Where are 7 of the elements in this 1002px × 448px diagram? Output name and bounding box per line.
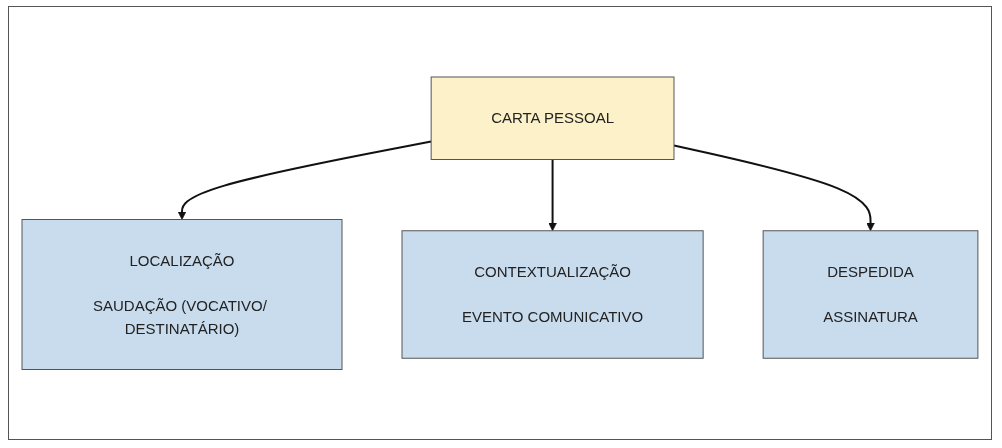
node-box: CONTEXTUALIZAÇÃO EVENTO COMUNICATIVO	[401, 230, 704, 359]
arrow	[548, 158, 557, 231]
node-box: DESPEDIDA ASSINATURA	[762, 230, 979, 359]
node-box: CARTA PESSOAL	[430, 76, 675, 160]
arrow	[673, 144, 875, 231]
arrow	[177, 140, 433, 220]
node-box: LOCALIZAÇÃO SAUDAÇÃO (VOCATIVO/ DESTINATÁRIO)	[21, 218, 343, 370]
